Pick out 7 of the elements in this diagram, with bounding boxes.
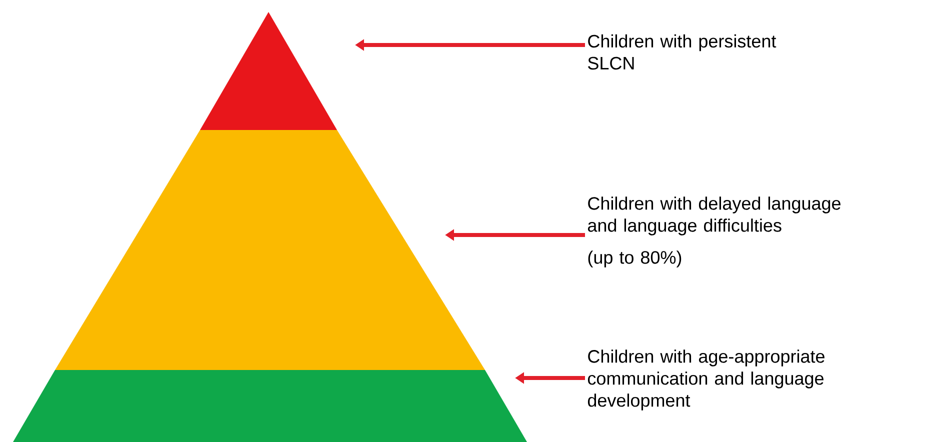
pyramid-top xyxy=(200,12,337,130)
pyramid-band xyxy=(13,370,527,442)
label-text: Children with delayed language and language difficulties xyxy=(588,196,840,236)
pyramid-band xyxy=(55,130,485,370)
label-text: (up to 80%) xyxy=(588,250,682,268)
label-text: Children with persistent SLCN xyxy=(588,34,776,70)
label-text: Children with age-appropriate communication and language development xyxy=(588,350,824,410)
